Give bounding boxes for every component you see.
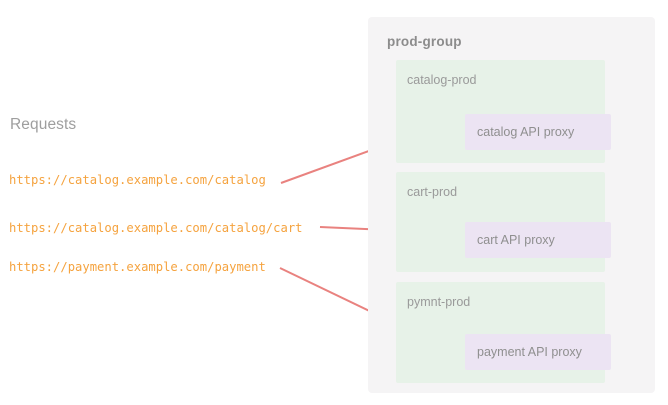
requests-section-title: Requests (10, 116, 77, 133)
environment-box-catalog-prod: catalog-prod catalog API proxy (396, 60, 611, 163)
proxy-box-catalog-api-proxy[interactable]: catalog API proxy (465, 114, 611, 150)
proxy-box-payment-api-proxy[interactable]: payment API proxy (465, 334, 611, 370)
request-url-payment: https://payment.example.com/payment (9, 260, 266, 274)
proxy-label-payment-api-proxy: payment API proxy (477, 345, 582, 359)
proxy-label-cart-api-proxy: cart API proxy (477, 233, 555, 247)
environment-label-catalog-prod: catalog-prod (407, 73, 477, 87)
environment-box-pymnt-prod: pymnt-prod payment API proxy (396, 282, 611, 383)
environment-box-cart-prod: cart-prod cart API proxy (396, 172, 611, 272)
environment-label-cart-prod: cart-prod (407, 185, 458, 199)
request-url-catalog-cart: https://catalog.example.com/catalog/cart (9, 221, 303, 235)
prod-group-panel: prod-group catalog-prod catalog API prox… (368, 17, 655, 393)
proxy-label-catalog-api-proxy: catalog API proxy (477, 125, 575, 139)
environment-label-pymnt-prod: pymnt-prod (407, 295, 471, 309)
request-url-catalog: https://catalog.example.com/catalog (9, 173, 266, 187)
proxy-box-cart-api-proxy[interactable]: cart API proxy (465, 222, 611, 258)
prod-group-title: prod-group (387, 34, 462, 49)
